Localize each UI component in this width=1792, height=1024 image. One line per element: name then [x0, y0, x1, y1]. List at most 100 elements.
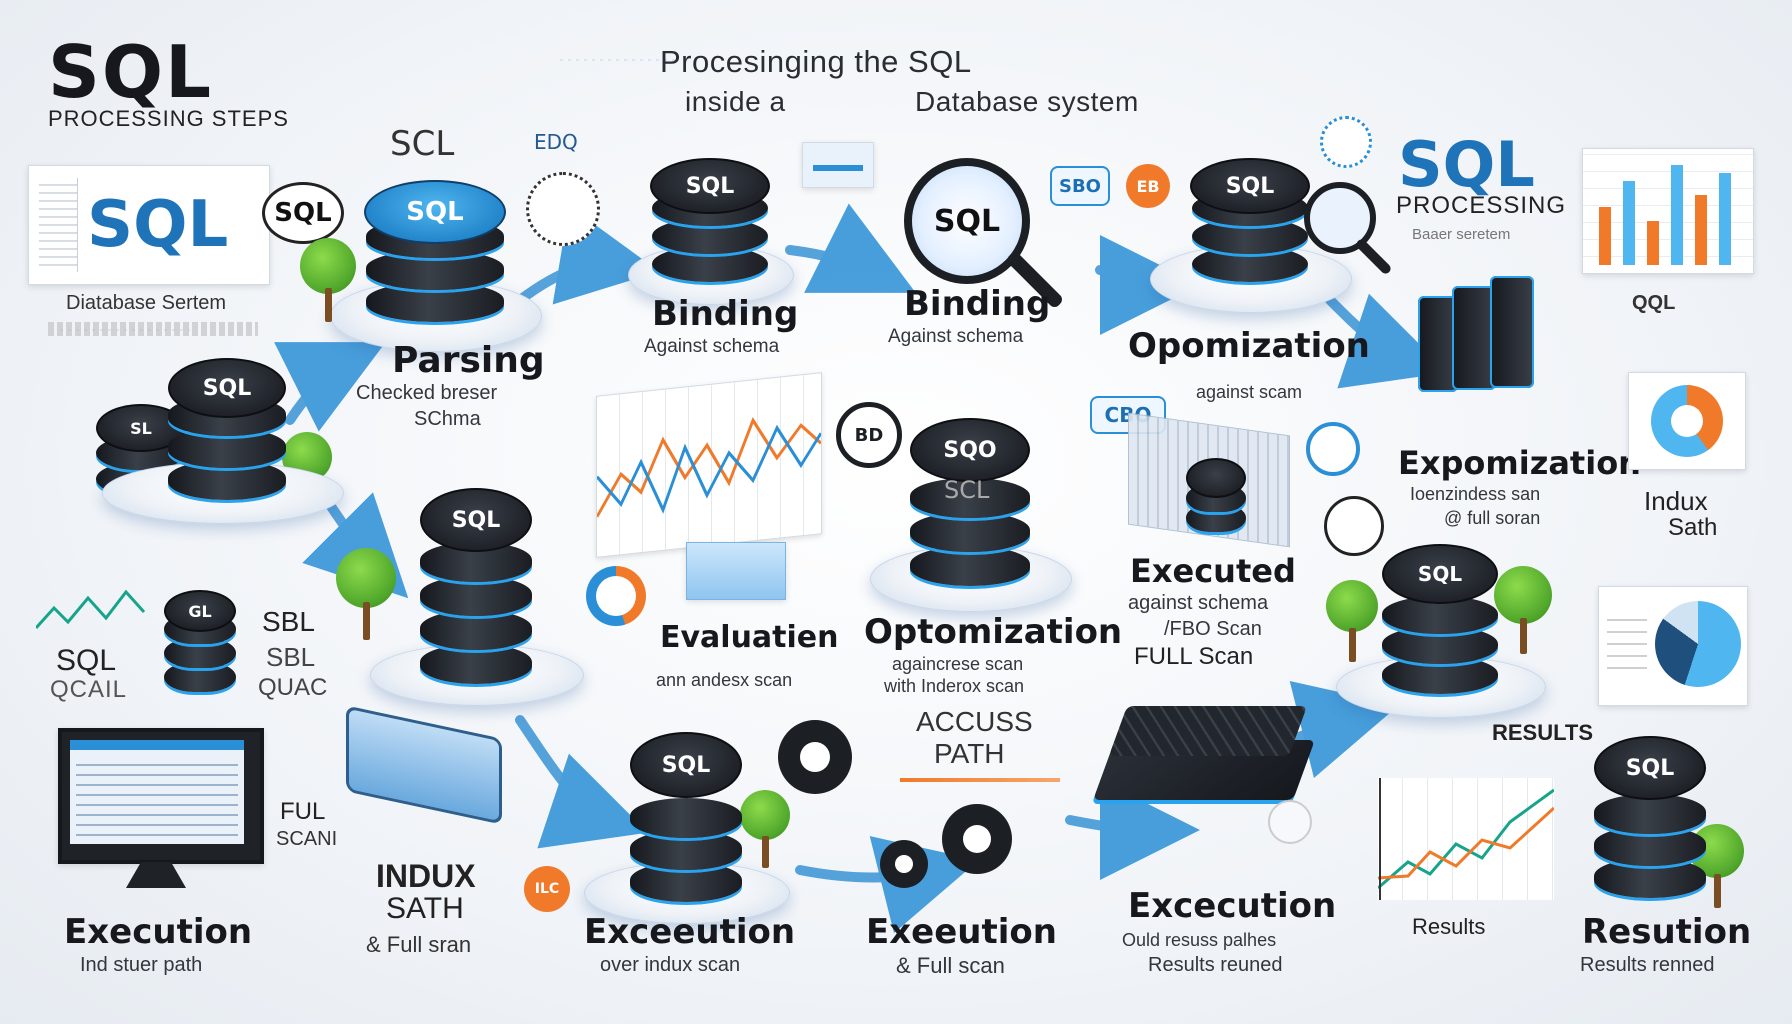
bd-icon: BD — [836, 402, 902, 468]
scl-tag: SCL — [390, 124, 455, 164]
executed-sub-1: against schema — [1128, 592, 1269, 614]
db-left-main: SQL — [102, 352, 344, 524]
main-title: SQL — [48, 30, 213, 114]
execution-3-sub: & Full scan — [896, 953, 1005, 978]
indux-bottom-1: INDUX — [376, 858, 476, 894]
db-binding-1-label: SQL — [650, 158, 770, 214]
db-center-left-label: SQL — [420, 488, 532, 552]
sql-card-text: SQL — [87, 188, 229, 262]
sbo-badge: SBO — [1050, 166, 1110, 206]
header-line-2-right: Database system — [915, 86, 1139, 117]
execution-1-label: Execution — [64, 912, 253, 952]
results-chart-icon — [1378, 778, 1554, 900]
results-chart-label: Results — [1412, 914, 1486, 939]
main-subtitle: PROCESSING STEPS — [48, 106, 289, 131]
execution-4-sub-2: Results reuned — [1148, 954, 1283, 976]
sql-qcail-2: QCAIL — [50, 676, 128, 703]
execution-4-label: Excecution — [1128, 886, 1337, 926]
db-parsing: SQL — [330, 170, 542, 352]
db-sbl-label: GL — [164, 590, 236, 632]
server-card-icon — [686, 542, 786, 600]
expomization-sub-2: @ full soran — [1444, 508, 1541, 528]
bar-chart-icon — [1582, 148, 1754, 274]
execution-3-label: Exeeution — [866, 912, 1057, 952]
server-rack-icon — [1418, 270, 1558, 400]
resution-label: Resution — [1582, 912, 1752, 952]
gear-icon — [778, 720, 852, 794]
fingerprint-icon — [526, 172, 600, 246]
sql-qcail-1: SQL — [56, 644, 117, 677]
pie-chart-card-icon — [1598, 586, 1748, 706]
binding-1-sub: Against schema — [644, 336, 780, 357]
indux-right-1: Indux — [1644, 486, 1708, 516]
gear-icon — [942, 804, 1012, 874]
list-lines-icon — [39, 178, 78, 272]
sbl-2: SBL — [266, 642, 316, 672]
db-optomization-label: SQO — [910, 418, 1030, 482]
stamp-icon — [1324, 496, 1384, 556]
db-parsing-label: SQL — [364, 180, 506, 244]
screen-icon — [802, 142, 874, 188]
right-subtitle: PROCESSING — [1396, 192, 1567, 219]
indux-bottom-sub: & Full sran — [366, 932, 472, 957]
target-icon — [1306, 422, 1360, 476]
db-bottom-center-label: SQL — [630, 732, 742, 798]
db-opomization-label: SQL — [1190, 158, 1310, 214]
db-center-left: SQL — [370, 480, 584, 706]
right-note: Baaer seretem — [1412, 226, 1511, 243]
execution-1-sub: Ind stuer path — [80, 954, 203, 976]
ilc-icon: ILC — [524, 866, 570, 912]
db-opomization: SQL — [1150, 150, 1352, 313]
line-chart-icon — [596, 372, 822, 558]
db-optomization: SQO — [870, 410, 1072, 612]
parsing-sub-1: Checked breser — [356, 382, 498, 404]
indux-right-2: Sath — [1668, 514, 1718, 541]
db-bottom-right-label: SQL — [1594, 736, 1706, 800]
sql-card-caption: Diatabase Sertem — [66, 292, 227, 314]
caption-lines — [48, 322, 258, 336]
access-1: ACCUSS — [916, 706, 1033, 737]
progress-ring-icon — [586, 566, 646, 626]
executed-sub-2: /FBO Scan — [1164, 618, 1262, 640]
indux-bottom-2: SATH — [386, 892, 464, 925]
edq-icon: EDQ — [534, 130, 578, 154]
db-bottom-center: SQL — [584, 726, 790, 924]
optomization-label: Optomization — [864, 612, 1123, 652]
binding-2-sub: Against schema — [888, 326, 1024, 347]
db-binding-1: SQL — [628, 150, 794, 305]
execution-4-sub-1: Ould resuss palhes — [1122, 930, 1277, 950]
execution-2-sub: over indux scan — [600, 954, 741, 976]
sql-badge: SQL — [262, 182, 344, 244]
ful-1: FUL — [280, 798, 326, 825]
donut-chart-icon — [1628, 372, 1746, 470]
tree-icon — [336, 548, 400, 646]
sql-card: SQL — [28, 165, 270, 285]
optomization-sub-1: againcrese scan — [892, 654, 1024, 674]
squac: QUAC — [258, 674, 328, 701]
db-right-middle-label: SQL — [1382, 544, 1498, 604]
line-spark-icon — [36, 589, 146, 630]
parsing-label: Parsing — [392, 340, 545, 381]
circle-icon — [1268, 800, 1312, 844]
executed-label: Executed — [1130, 552, 1296, 590]
tree-icon — [300, 238, 360, 328]
gear-badge-icon — [1320, 116, 1372, 168]
monitor-icon — [58, 728, 264, 864]
db-left-main-label: SQL — [168, 358, 286, 418]
optomization-sub-2: with Inderox scan — [884, 676, 1025, 696]
execution-2-label: Exceeution — [584, 912, 796, 952]
header-line-1: Procesinging the SQL — [660, 44, 972, 79]
header-line-2-left: inside a — [685, 86, 786, 117]
db-right-middle: SQL — [1336, 540, 1546, 718]
eb-icon: EB — [1126, 164, 1170, 208]
binding-2-label: Binding — [904, 284, 1051, 324]
opomization-sub: against scam — [1196, 382, 1303, 402]
expomization-label: Expomization — [1398, 444, 1641, 482]
tree-icon — [740, 790, 794, 872]
tree-icon — [1326, 580, 1382, 666]
access-path-line — [900, 778, 1060, 782]
tree-icon — [1494, 566, 1556, 660]
access-2: PATH — [934, 738, 1005, 769]
db-bottom-right: SQL — [1594, 732, 1706, 902]
expomization-sub-1: Ioenzindess san — [1410, 484, 1541, 504]
